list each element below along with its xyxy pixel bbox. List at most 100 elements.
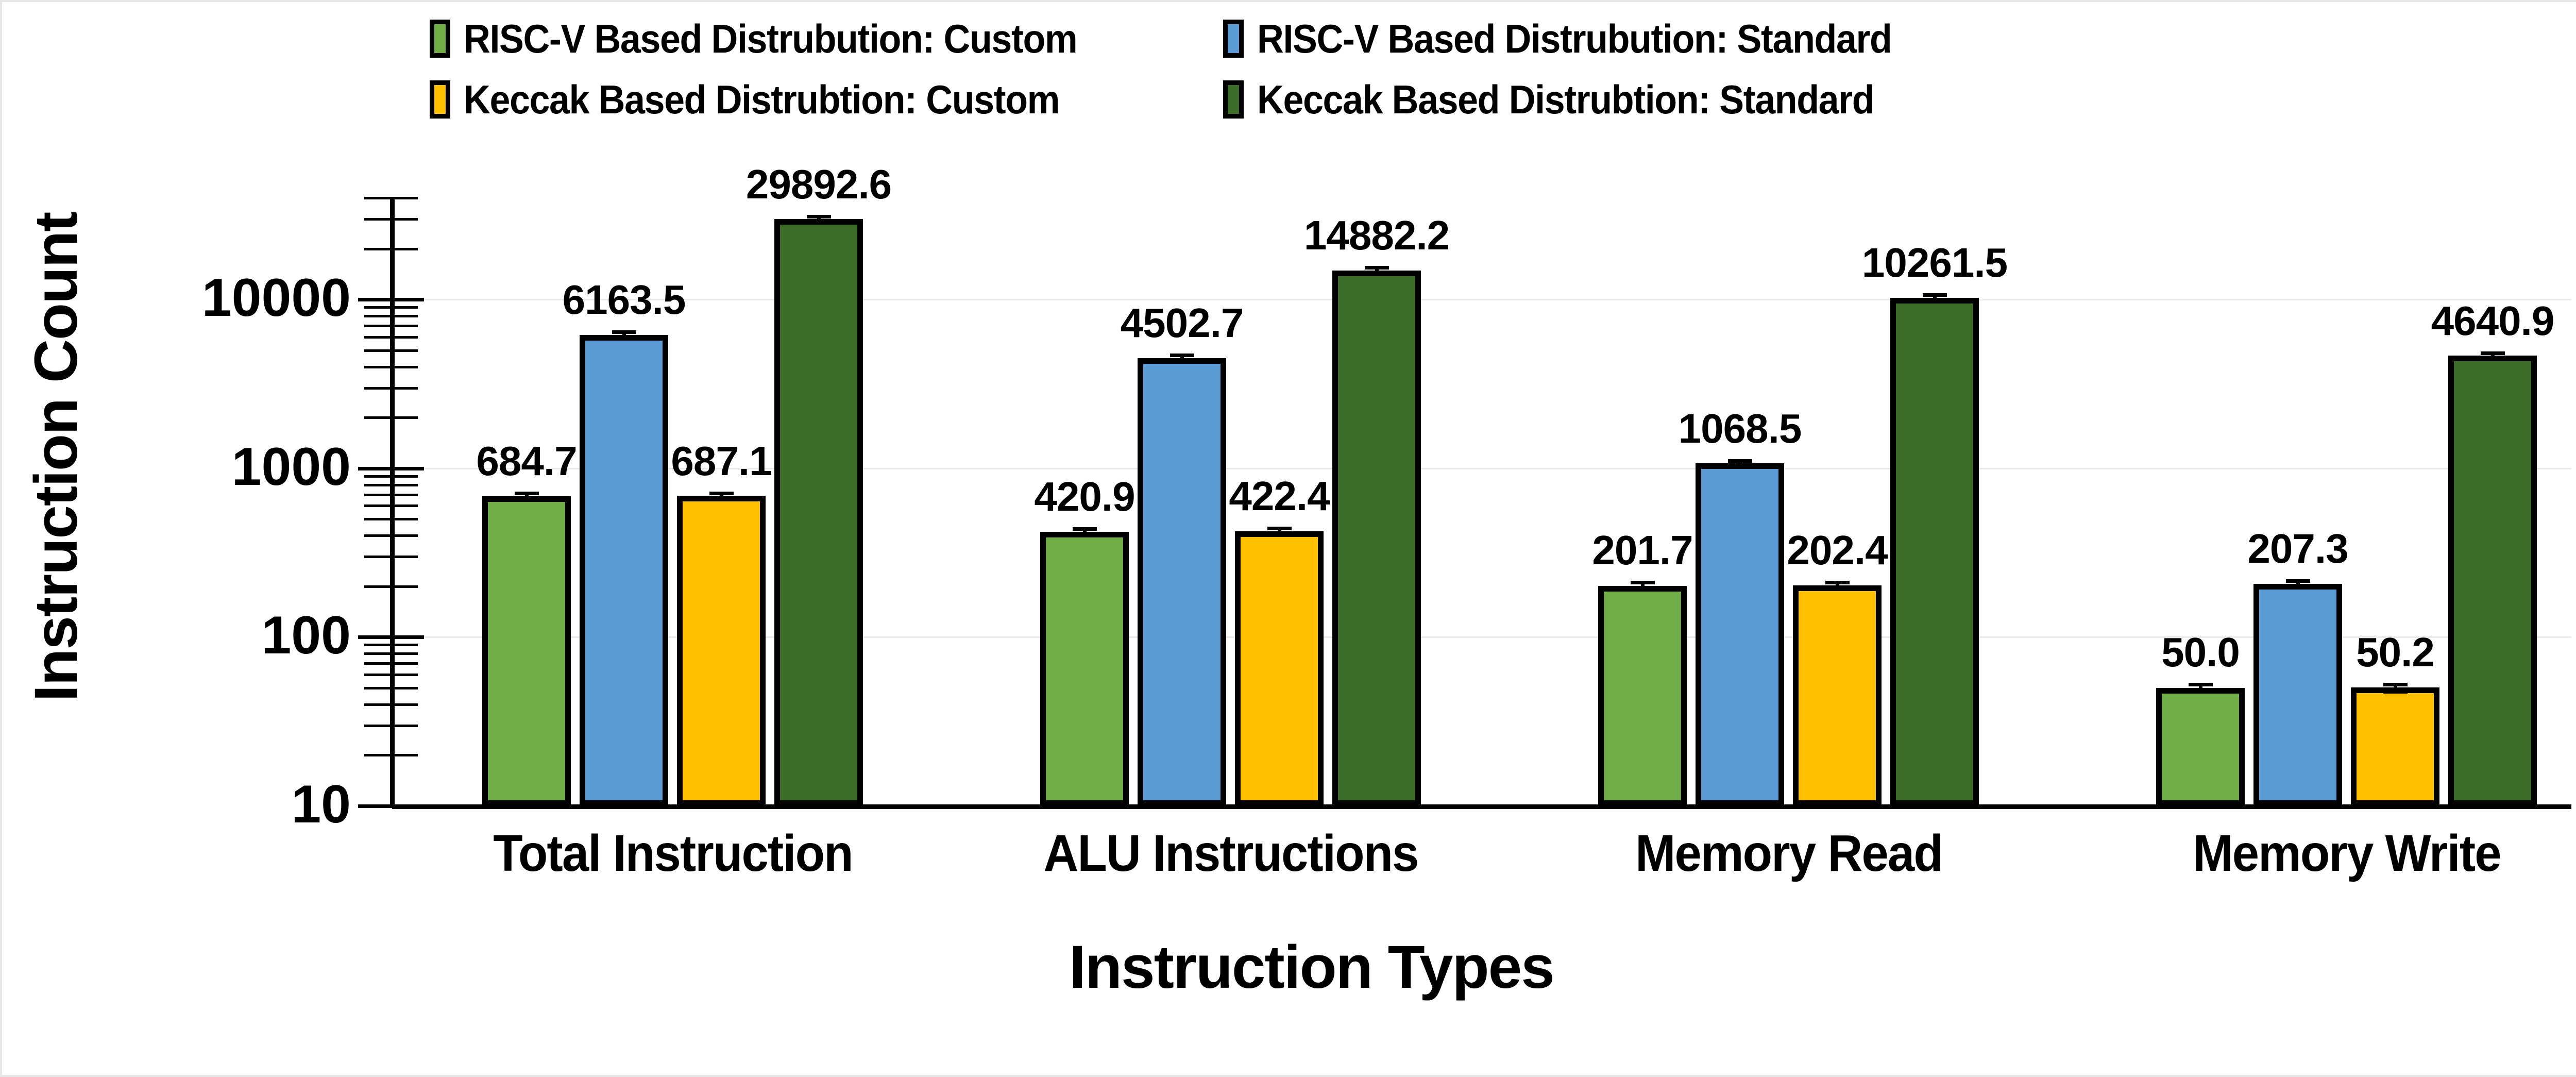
bar[interactable]: [1793, 585, 1882, 806]
bar-value-label: 422.4: [1229, 473, 1330, 519]
bar[interactable]: [2351, 687, 2439, 806]
bar[interactable]: [774, 219, 863, 806]
error-bar: [720, 493, 723, 499]
error-bar-cap: [1825, 587, 1850, 591]
error-bar: [1278, 528, 1281, 535]
error-bar: [1641, 582, 1645, 590]
error-bar: [1375, 267, 1379, 274]
error-bar-cap: [1631, 587, 1655, 592]
bar-value-label: 201.7: [1592, 527, 1693, 574]
legend-label-keccak-custom: Keccak Based Distrubtion: Custom: [464, 77, 1060, 122]
error-bar: [1933, 294, 1937, 301]
legend-label-riscv-standard: RISC-V Based Distrubution: Standard: [1257, 16, 1892, 61]
bar-value-label: 14882.2: [1303, 212, 1450, 259]
bar[interactable]: [1332, 270, 1421, 806]
chart-legend: RISC-V Based Distrubution: Custom RISC-V…: [394, 13, 2259, 142]
bar[interactable]: [1040, 531, 1129, 806]
bar-value-label: 10261.5: [1861, 239, 2008, 285]
error-bar-cap: [2481, 357, 2505, 361]
error-bar-cap: [515, 492, 539, 495]
error-bar-cap: [1170, 353, 1194, 357]
error-bar: [622, 332, 626, 338]
legend-label-keccak-standard: Keccak Based Distrubtion: Standard: [1257, 77, 1875, 122]
x-tick-label: ALU Instructions: [1043, 824, 1419, 882]
bar[interactable]: [2156, 688, 2245, 806]
error-bar-cap: [612, 330, 636, 334]
error-bar: [2394, 684, 2397, 692]
x-axis-title: Instruction Types: [1069, 933, 1555, 1001]
legend-swatch-riscv-custom: [430, 20, 450, 58]
y-tick-label: 10000: [201, 268, 351, 328]
error-bar-cap: [1631, 581, 1655, 585]
error-bar-cap: [709, 497, 734, 501]
legend-item-riscv-standard[interactable]: RISC-V Based Distrubution: Standard: [1223, 19, 1947, 59]
error-bar: [1836, 582, 1839, 589]
x-tick-label: Total Instruction: [493, 824, 853, 882]
plot-area: 684.7 6163.5 687.1 29892.6 420.9 4502.7 422.4 1…: [358, 161, 2571, 882]
y-tick-label: 1000: [231, 436, 351, 497]
y-axis-spine: [390, 198, 395, 807]
y-tick-label: 100: [261, 605, 351, 666]
error-bar-cap: [1365, 272, 1389, 276]
bar[interactable]: [482, 496, 571, 806]
legend-swatch-riscv-standard: [1223, 20, 1244, 58]
error-bar-cap: [1267, 527, 1292, 531]
error-bar-cap: [807, 214, 831, 218]
bar-value-label: 207.3: [2247, 525, 2348, 571]
bar-value-label: 687.1: [671, 437, 772, 484]
error-bar-cap: [1825, 580, 1850, 584]
legend-item-keccak-custom[interactable]: Keccak Based Distrubtion: Custom: [430, 79, 1111, 120]
x-tick-label: Memory Write: [2192, 824, 2501, 882]
legend-item-riscv-custom[interactable]: RISC-V Based Distrubution: Custom: [430, 19, 1130, 59]
error-bar: [2491, 352, 2495, 359]
error-bar: [2296, 580, 2300, 587]
bar-value-label: 4502.7: [1120, 299, 1244, 346]
error-bar-cap: [1267, 533, 1292, 537]
error-bar: [1083, 528, 1087, 535]
error-bar-cap: [2286, 585, 2310, 589]
error-bar-cap: [2383, 682, 2408, 686]
legend-swatch-keccak-custom: [430, 80, 450, 119]
gridline: [392, 467, 2571, 469]
bar-value-label: 50.2: [2356, 629, 2435, 675]
error-bar-cap: [2189, 690, 2213, 694]
gridline: [392, 299, 2571, 301]
x-tick-label: Memory Read: [1635, 824, 1943, 882]
bar-value-label: 1068.5: [1678, 405, 1802, 451]
bar-value-label: 50.0: [2161, 629, 2240, 676]
error-bar-cap: [2189, 683, 2213, 687]
gridline: [392, 636, 2571, 638]
bar-value-label: 6163.5: [562, 277, 686, 323]
bar-value-label: 202.4: [1787, 527, 1888, 573]
legend-swatch-keccak-standard: [1223, 80, 1244, 119]
error-bar-cap: [709, 491, 734, 495]
bar-value-label: 29892.6: [745, 161, 892, 207]
legend-label-riscv-custom: RISC-V Based Distrubution: Custom: [464, 16, 1078, 61]
bar[interactable]: [1890, 297, 1979, 806]
bar[interactable]: [1696, 463, 1784, 806]
legend-item-keccak-standard[interactable]: Keccak Based Distrubtion: Standard: [1223, 79, 1927, 120]
error-bar-cap: [2286, 579, 2310, 583]
bar[interactable]: [2448, 356, 2537, 806]
bar[interactable]: [1235, 531, 1324, 806]
bar[interactable]: [677, 496, 766, 806]
error-bar-cap: [1073, 527, 1097, 531]
error-bar-cap: [2383, 689, 2408, 694]
bar[interactable]: [1138, 358, 1226, 806]
error-bar: [1180, 355, 1184, 361]
bar-value-label: 4640.9: [2431, 297, 2555, 344]
error-bar: [1738, 460, 1742, 467]
error-bar: [2199, 684, 2202, 692]
error-bar-cap: [1923, 299, 1947, 303]
error-bar-cap: [515, 497, 539, 501]
error-bar-cap: [612, 336, 636, 340]
error-bar: [817, 216, 821, 223]
bar-value-label: 420.9: [1034, 473, 1135, 519]
error-bar-cap: [1365, 266, 1389, 270]
bar-value-label: 684.7: [476, 438, 577, 484]
bar[interactable]: [580, 335, 668, 806]
bar[interactable]: [1598, 585, 1687, 806]
error-bar-cap: [1073, 533, 1097, 537]
bar[interactable]: [2253, 583, 2342, 806]
